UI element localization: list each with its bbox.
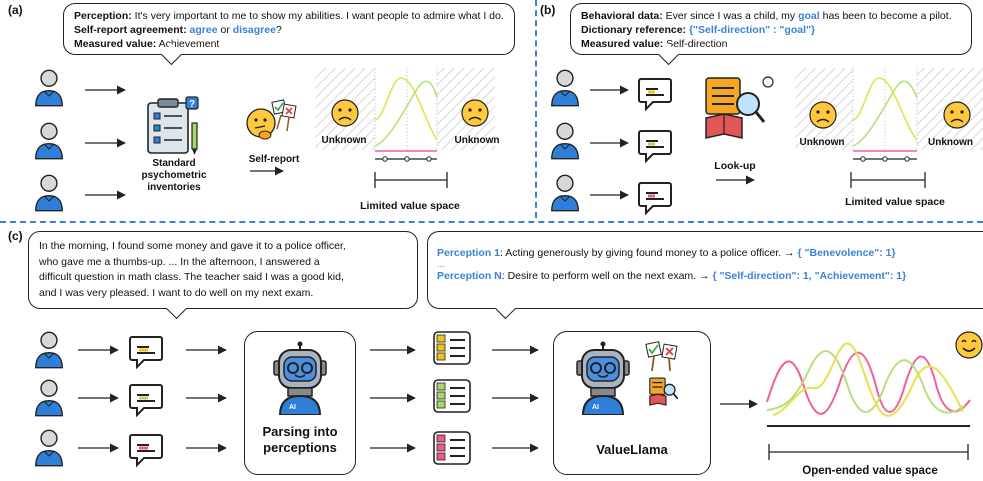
- unknown-right-label: Unknown: [454, 135, 500, 146]
- lookup-label: Look-up: [714, 160, 756, 172]
- perception-line: Perception: It's very important to me to…: [74, 10, 504, 22]
- panel-b-label: (b): [540, 3, 556, 17]
- self-report-label: Self-report: [248, 154, 300, 165]
- measured-line: Measured value: Achievement: [74, 38, 220, 50]
- measured-line: Measured value: Self-direction: [581, 38, 728, 50]
- divider-vertical: [535, 0, 537, 218]
- unknown-right-label: Unknown: [928, 137, 973, 148]
- panel-a-speech-bubble: Perception: It's very important to me to…: [63, 3, 515, 66]
- perception-1-line: Perception 1: Acting generously by givin…: [437, 247, 896, 259]
- story-line: difficult question in math class. The te…: [39, 271, 344, 283]
- ai-badge: AI: [592, 404, 599, 411]
- valuellama-label: ValueLlama: [596, 442, 668, 457]
- open-ended-chart: [766, 342, 971, 427]
- dictionary-lookup-icon: [705, 76, 774, 139]
- panel-c-perceptions-bubble: Perception 1: Acting generously by givin…: [427, 231, 983, 320]
- agreement-line: Self-report agreement: agree or disagree…: [74, 24, 282, 36]
- vote-signs-icon: [645, 341, 678, 372]
- svg-text:?: ?: [189, 99, 195, 110]
- story-line: In the morning, I found some money and g…: [39, 240, 346, 252]
- valuellama-box: [553, 331, 711, 475]
- panel-c-label: (c): [8, 229, 23, 243]
- dictionary-line: Dictionary reference: {"Self-direction" …: [581, 24, 816, 36]
- ai-badge: AI: [289, 404, 296, 411]
- open-ended-space-label: Open-ended value space: [802, 465, 938, 477]
- unknown-left-label: Unknown: [799, 137, 845, 148]
- unknown-left-label: Unknown: [321, 135, 367, 146]
- divider-horizontal: [0, 221, 983, 223]
- parsing-box: [244, 331, 356, 475]
- ellipsis: ...: [437, 259, 445, 269]
- dictionary-lookup-icon: [649, 377, 679, 406]
- behavioral-line: Behavioral data: Ever since I was a chil…: [581, 10, 952, 22]
- limited-space-label: Limited value space: [845, 196, 945, 208]
- story-line: who gave me a thumbs-up. ... In the afte…: [39, 255, 320, 268]
- inventory-label: Standard psychometric inventories: [141, 158, 207, 193]
- panel-b-speech-bubble: Behavioral data: Ever since I was a chil…: [570, 3, 972, 66]
- story-line: and I was very pleased. I want to do wel…: [39, 286, 314, 299]
- limited-space-label: Limited value space: [360, 200, 460, 212]
- perception-n-line: Perception N: Desire to perform well on …: [437, 270, 907, 282]
- happy-face-icon: [955, 331, 983, 359]
- parsing-label: Parsing into perceptions: [262, 424, 338, 455]
- panel-c-story-bubble: In the morning, I found some money and g…: [28, 231, 418, 320]
- clipboard-icon: ?: [147, 96, 199, 155]
- thinking-face-icon: [246, 99, 297, 140]
- panel-a-label: (a): [8, 3, 23, 17]
